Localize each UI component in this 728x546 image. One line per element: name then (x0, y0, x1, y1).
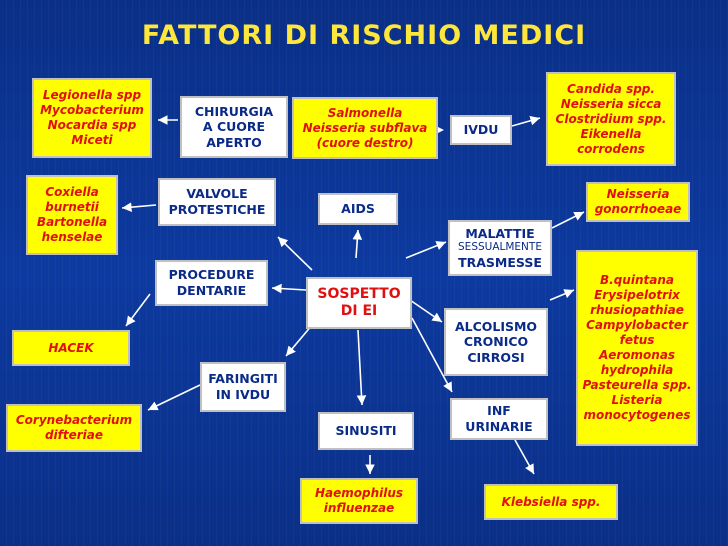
factor-label: A CUORE (202, 119, 266, 135)
factor-label: URINARIE (465, 419, 533, 434)
center-label: SOSPETTO (317, 285, 401, 302)
factor-label: SINUSITI (335, 423, 397, 439)
factor-label: DENTARIE (176, 283, 247, 298)
arrow-center-inf (411, 317, 453, 393)
factor-sinusiti: SINUSITI (318, 412, 414, 450)
arrow-alcolismo-bquintana (549, 289, 575, 301)
pathogen-label: Legionella spp (42, 88, 142, 102)
pathogen-label: Haemophilus (314, 486, 404, 500)
pathogen-label: gonorrhoeae (594, 202, 682, 216)
pathogen-label: Neisseria (606, 187, 670, 201)
arrow-center-mst (405, 241, 447, 259)
pathogen-label: hydrophila (600, 363, 674, 377)
factor-label: PROCEDURE (168, 267, 255, 283)
factor-valvole: VALVOLE PROTESTICHE (158, 178, 276, 226)
pathogen-label: Neisseria subflava (302, 120, 428, 135)
factor-label: IN IVDU (215, 387, 271, 402)
center-label: DI EI (340, 303, 378, 319)
pathogen-label: Klebsiella spp. (501, 494, 601, 509)
factor-label: PROTESTICHE (168, 202, 266, 217)
factor-alcolismo: ALCOLISMO CRONICO CIRROSI (444, 308, 548, 376)
arrow-center-aids (352, 229, 363, 259)
factor-label: CRONICO (463, 334, 529, 350)
pathogen-label: (cuore destro) (316, 135, 414, 150)
factor-label: TRASMESSE (458, 254, 542, 270)
pathogen-label: Listeria (611, 393, 663, 407)
arrow-procedure-hacek (125, 293, 151, 327)
pathogen-label: Campylobacter (586, 318, 688, 332)
pathogen-label: Mycobacterium (40, 103, 144, 117)
pathogen-label: B.quintana (600, 273, 674, 287)
arrow-inf-klebsiella (514, 439, 535, 475)
factor-inf: INF URINARIE (450, 398, 548, 440)
pathogen-coryne: Corynebacterium difteriae (6, 404, 142, 452)
arrow-center-valvole (277, 236, 313, 271)
factor-aids: AIDS (318, 193, 398, 225)
factor-label: IVDU (463, 122, 499, 138)
pathogen-label: Erysipelotrix (594, 288, 680, 302)
center-node: SOSPETTO DI EI (306, 277, 412, 329)
factor-procedure: PROCEDURE DENTARIE (155, 260, 268, 306)
pathogen-neisseria-gonorrhoeae: Neisseria gonorrhoeae (586, 182, 690, 222)
arrow-center-alcolismo (409, 299, 443, 323)
pathogen-haemophilus: Haemophilus influenzae (300, 478, 418, 524)
pathogen-bquintana: B.quintana Erysipelotrix rhusiopathiae C… (576, 250, 698, 446)
pathogen-klebsiella: Klebsiella spp. (484, 484, 618, 520)
factor-label: SESSUALMENTE (458, 241, 542, 254)
pathogen-hacek: HACEK (12, 330, 130, 366)
pathogen-label: Pasteurella spp. (582, 378, 692, 392)
factor-mst: MALATTIE SESSUALMENTE TRASMESSE (448, 220, 552, 276)
page-title: FATTORI DI RISCHIO MEDICI (141, 20, 587, 51)
factor-label: AIDS (341, 201, 375, 217)
factor-label: VALVOLE (186, 186, 248, 202)
arrow-center-procedure (271, 283, 307, 294)
pathogen-label: Neisseria sicca (560, 96, 662, 111)
arrow-ivdu-candida (511, 116, 541, 127)
pathogen-label: Salmonella (327, 105, 403, 120)
factor-chirurgia: CHIRURGIA A CUORE APERTO (180, 96, 288, 158)
pathogen-legionella: Legionella spp Mycobacterium Nocardia sp… (32, 78, 152, 158)
factor-label: APERTO (206, 134, 262, 150)
factor-label: ALCOLISMO (454, 318, 538, 334)
factor-label: CIRROSI (467, 349, 525, 365)
arrow-center-sinusiti (356, 329, 367, 406)
pathogen-coxiella: Coxiella burnetii Bartonella henselae (26, 175, 118, 255)
pathogen-label: difteriae (44, 428, 104, 442)
factor-label: INF (487, 403, 511, 419)
arrow-faringiti-coryne (147, 384, 201, 411)
pathogen-label: henselae (41, 230, 103, 244)
pathogen-label: monocytogenes (583, 408, 691, 422)
pathogen-label: fetus (619, 333, 655, 347)
pathogen-label: Bartonella (36, 215, 108, 229)
factor-ivdu: IVDU (450, 115, 512, 145)
pathogen-label: Miceti (71, 133, 113, 147)
arrow-mst-neisseria (551, 211, 585, 229)
pathogen-label: burnetii (45, 200, 99, 214)
pathogen-label: corrodens (577, 141, 645, 156)
pathogen-label: Candida spp. (567, 81, 655, 96)
pathogen-label: HACEK (48, 340, 94, 355)
pathogen-label: Nocardia spp (47, 118, 137, 132)
pathogen-label: Eikenella (580, 126, 642, 141)
factor-label: FARINGITI (208, 371, 278, 387)
factor-label: MALATTIE (465, 225, 535, 241)
arrow-valvole-coxiella (121, 202, 157, 212)
factor-faringiti: FARINGITI IN IVDU (200, 362, 286, 412)
pathogen-label: Coxiella (45, 185, 99, 199)
pathogen-label: Aeromonas (598, 348, 676, 362)
pathogen-salmonella: Salmonella Neisseria subflava (cuore des… (292, 97, 438, 159)
pathogen-label: Clostridium spp. (555, 111, 667, 126)
pathogen-candida: Candida spp. Neisseria sicca Clostridium… (546, 72, 676, 166)
pathogen-label: influenzae (323, 501, 395, 515)
pathogen-label: rhusiopathiae (590, 303, 684, 317)
pathogen-label: Corynebacterium (15, 413, 133, 427)
factor-label: CHIRURGIA (194, 103, 274, 119)
